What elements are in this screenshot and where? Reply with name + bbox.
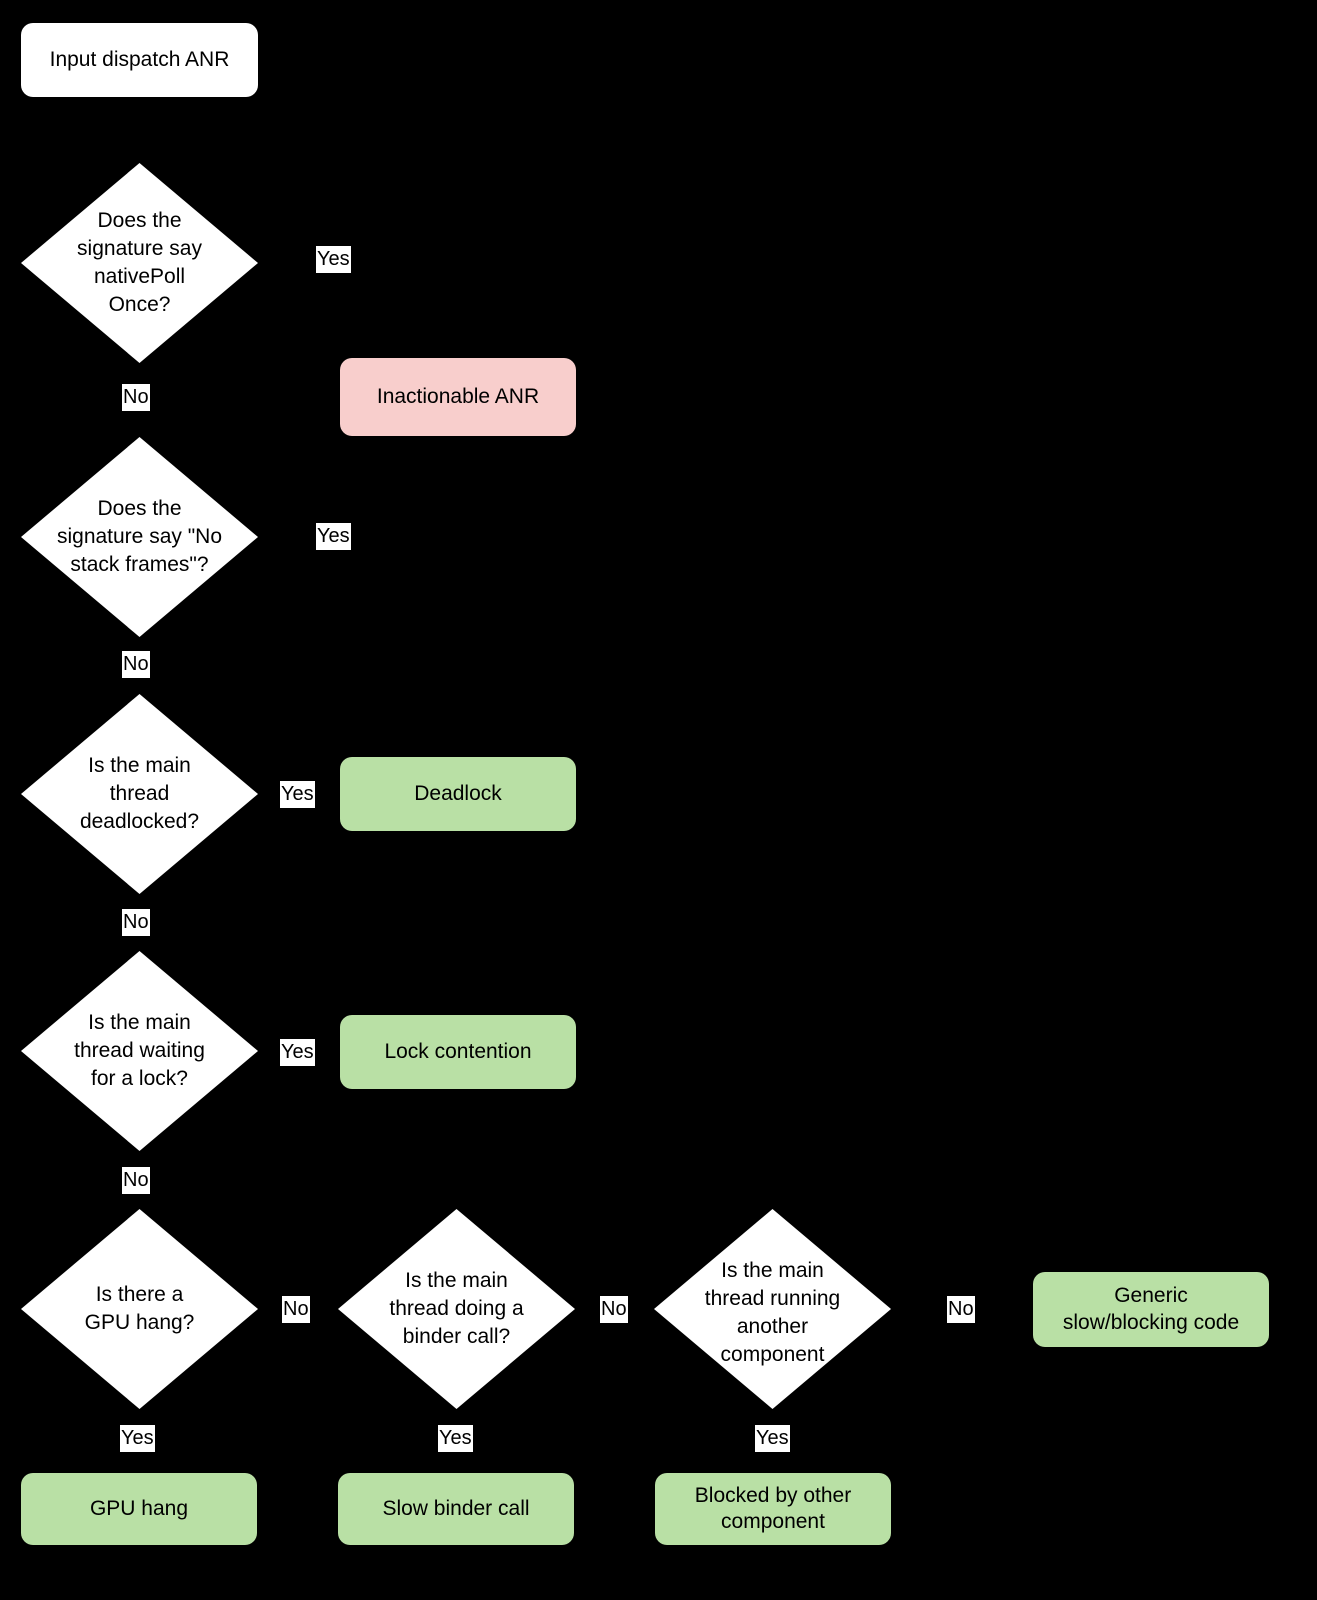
edge-label-no-no-stack-frames: No xyxy=(122,651,150,678)
edge-label-yes-another-component: Yes xyxy=(755,1425,790,1452)
edge-label-no-native-poll-once: No xyxy=(122,384,150,411)
edge-label-yes-waiting-lock: Yes xyxy=(280,1039,315,1066)
outcome-gpu-hang[interactable]: GPU hang xyxy=(21,1473,257,1545)
decision-no-stack-frames[interactable]: Does the signature say "No stack frames"… xyxy=(21,437,258,637)
connector-d1-yes xyxy=(258,262,458,264)
connector-d2-yes-up xyxy=(456,437,458,537)
outcome-blocked-by-other-component[interactable]: Blocked by other component xyxy=(655,1473,891,1545)
edge-label-yes-gpu-hang: Yes xyxy=(120,1425,155,1452)
edge-label-no-waiting-lock: No xyxy=(122,1167,150,1194)
diamond-shape xyxy=(21,951,258,1151)
edge-label-yes-deadlocked: Yes xyxy=(280,781,315,808)
decision-another-component[interactable]: Is the main thread running another compo… xyxy=(654,1209,891,1409)
connector-start-to-d1 xyxy=(138,97,140,163)
diamond-shape xyxy=(21,694,258,894)
edge-label-no-another-component: No xyxy=(947,1296,975,1323)
decision-main-thread-deadlocked[interactable]: Is the main thread deadlocked? xyxy=(21,694,258,894)
diamond-shape xyxy=(654,1209,891,1409)
edge-label-no-deadlocked: No xyxy=(122,909,150,936)
diamond-shape xyxy=(21,163,258,363)
edge-label-yes-no-stack-frames: Yes xyxy=(316,523,351,550)
start-node-input-dispatch-anr[interactable]: Input dispatch ANR xyxy=(21,23,258,97)
outcome-inactionable-anr[interactable]: Inactionable ANR xyxy=(340,358,576,436)
decision-native-poll-once[interactable]: Does the signature say nativePoll Once? xyxy=(21,163,258,363)
edge-label-no-binder-call: No xyxy=(600,1296,628,1323)
outcome-slow-binder-call[interactable]: Slow binder call xyxy=(338,1473,574,1545)
outcome-lock-contention[interactable]: Lock contention xyxy=(340,1015,576,1089)
diamond-shape xyxy=(338,1209,575,1409)
outcome-deadlock[interactable]: Deadlock xyxy=(340,757,576,831)
connector-d7-no xyxy=(908,1309,1053,1311)
edge-label-yes-native-poll-once: Yes xyxy=(316,246,351,273)
diamond-shape xyxy=(21,1209,258,1409)
connector-d2-yes xyxy=(258,537,458,539)
edge-label-no-gpu-hang: No xyxy=(282,1296,310,1323)
diamond-shape xyxy=(21,437,258,637)
outcome-generic-slow-blocking-code[interactable]: Generic slow/blocking code xyxy=(1033,1272,1269,1347)
edge-label-yes-binder-call: Yes xyxy=(438,1425,473,1452)
decision-main-thread-waiting-lock[interactable]: Is the main thread waiting for a lock? xyxy=(21,951,258,1151)
decision-binder-call[interactable]: Is the main thread doing a binder call? xyxy=(338,1209,575,1409)
connector-d1-yes-down xyxy=(456,262,458,357)
decision-gpu-hang[interactable]: Is there a GPU hang? xyxy=(21,1209,258,1409)
